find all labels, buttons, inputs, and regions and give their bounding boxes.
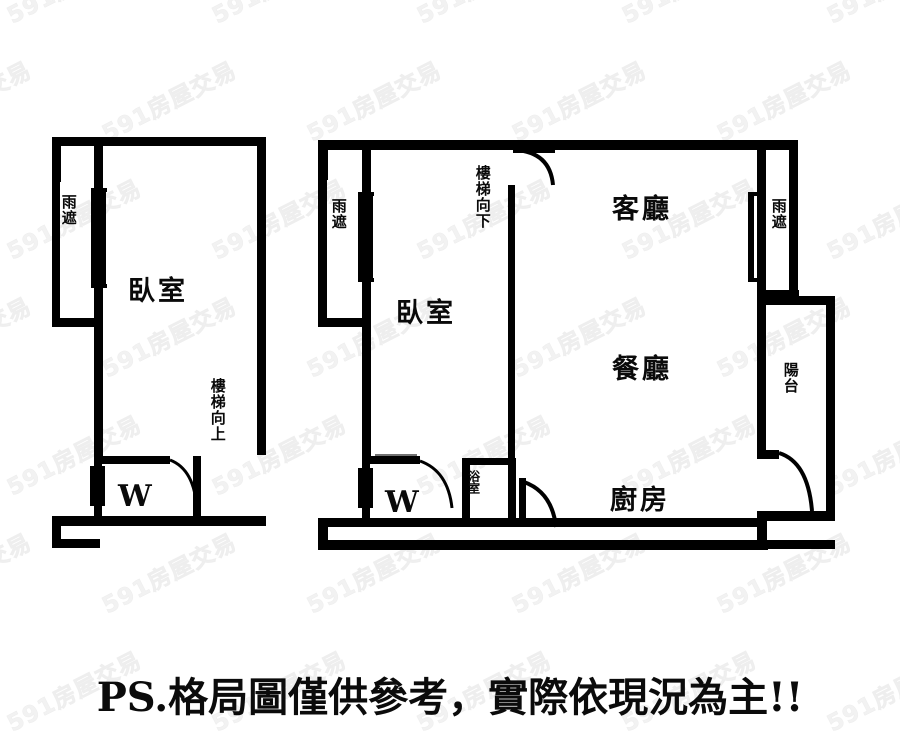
room-label-eave_left: 雨遮 [329, 198, 348, 230]
left-plan-group [52, 137, 266, 548]
room-label-bedroom: 臥室 [128, 276, 188, 307]
disclaimer-note: PS.格局圖僅供參考，實際依現況為主!! [96, 674, 804, 721]
room-label-washer: W [118, 479, 152, 514]
right-plan-group [318, 140, 835, 550]
room-label-bathroom: 浴室 [466, 470, 481, 494]
room-label-eave_right: 雨遮 [769, 198, 788, 230]
room-label-dining_room: 餐廳 [612, 354, 672, 385]
room-label-kitchen: 廚房 [610, 485, 670, 516]
room-label-bedroom: 臥室 [396, 298, 456, 329]
room-label-washer: W [385, 485, 419, 520]
room-label-eave_left: 雨遮 [59, 194, 78, 226]
room-label-stairs_down: 樓梯向下 [473, 165, 492, 229]
room-label-stairs_up: 樓梯向上 [208, 378, 227, 442]
room-label-balcony: 陽台 [781, 362, 800, 394]
room-label-living_room: 客廳 [612, 194, 672, 225]
